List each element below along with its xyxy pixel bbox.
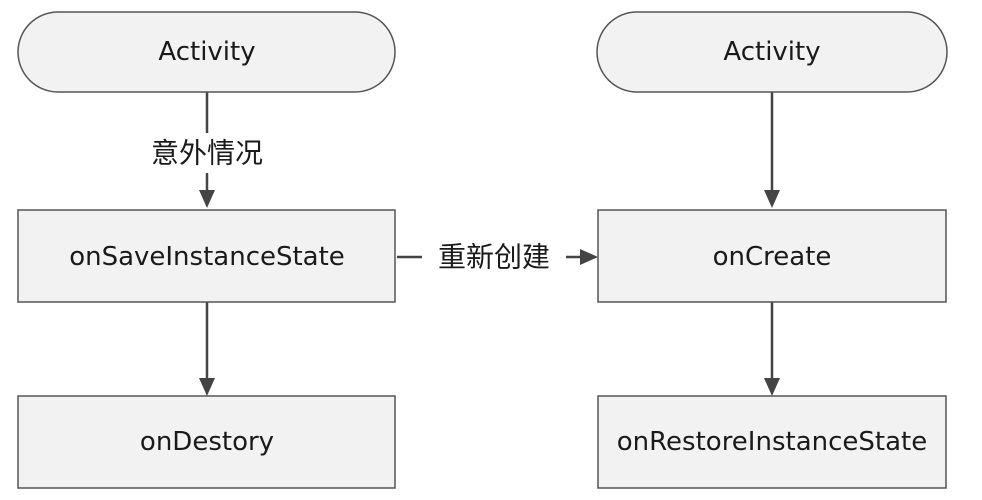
node-onsaveinstancestate-label: onSaveInstanceState [69, 242, 345, 272]
node-onrestoreinstancestate-label: onRestoreInstanceState [617, 427, 927, 457]
node-left-activity-label: Activity [158, 37, 255, 67]
edge-label-unexpected-situation: 意外情况 [151, 137, 263, 170]
arrowhead-ondestory [199, 378, 215, 396]
node-oncreate: onCreate [597, 209, 947, 303]
arrowhead-oncreate [580, 249, 598, 265]
node-right-activity-label: Activity [723, 37, 820, 67]
node-right-activity: Activity [596, 11, 948, 93]
node-ondestory: onDestory [17, 395, 396, 489]
node-ondestory-label: onDestory [140, 427, 274, 457]
node-oncreate-label: onCreate [713, 242, 832, 272]
node-onsaveinstancestate: onSaveInstanceState [17, 209, 396, 303]
node-onrestoreinstancestate: onRestoreInstanceState [597, 395, 947, 489]
node-left-activity: Activity [17, 11, 396, 93]
edge-label-recreate: 重新创建 [438, 241, 550, 274]
arrowhead-onsave [199, 190, 215, 208]
arrowhead-onrestore [764, 378, 780, 396]
arrowhead-oncreate-top [764, 190, 780, 208]
